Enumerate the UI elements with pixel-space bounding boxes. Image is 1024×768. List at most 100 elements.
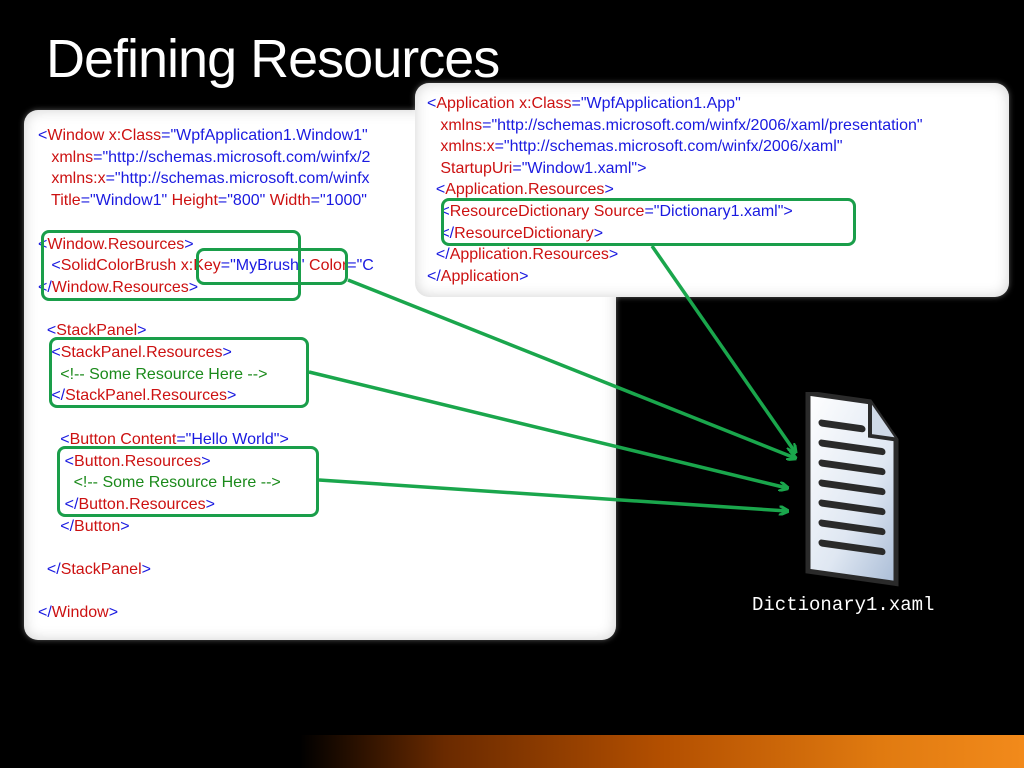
app-xaml-token: "http://schemas.microsoft.com/winfx/2006… — [491, 116, 923, 134]
window-xaml-token: = — [93, 148, 103, 166]
window-xaml-token: = — [176, 430, 186, 448]
app-xaml-token: </ — [427, 246, 450, 264]
window-xaml-token: Window.Resources — [51, 278, 189, 296]
app-xaml-line: StartupUri="Window1.xaml"> — [427, 160, 646, 178]
window-xaml-line: <!-- Some Resource Here --> — [38, 366, 267, 384]
window-xaml-line: <SolidColorBrush x:Key="MyBrush" Color="… — [38, 257, 374, 275]
window-xaml-token: > — [137, 322, 147, 340]
window-xaml-token: > — [226, 387, 237, 405]
window-xaml-token: "MyBrush" — [230, 257, 305, 275]
window-xaml-token: < — [38, 344, 61, 361]
app-xaml-token: < — [427, 203, 450, 220]
app-xaml-token: x:Class — [519, 95, 572, 112]
window-xaml-token: Button.Resources — [74, 452, 202, 470]
app-xaml-line: </Application.Resources> — [427, 246, 618, 264]
window-xaml-token: > — [205, 495, 215, 513]
app-xaml-token: xmlns — [427, 116, 483, 134]
document-icon — [805, 392, 899, 587]
window-xaml-token: > — [188, 278, 199, 296]
app-xaml-token: < — [427, 181, 446, 199]
window-xaml-token: > — [201, 452, 211, 470]
window-xaml-token: = — [310, 192, 320, 210]
file-caption: Dictionary1.xaml — [752, 594, 935, 616]
app-xaml-line: <Application.Resources> — [427, 181, 614, 199]
window-xaml-line: <StackPanel.Resources> — [38, 344, 232, 362]
app-xaml-line: xmlns:x="http://schemas.microsoft.com/wi… — [427, 138, 843, 156]
app-xaml-token: > — [604, 181, 614, 199]
window-xaml-line: <StackPanel> — [38, 322, 147, 340]
window-xaml-token: "Window1" — [90, 192, 168, 210]
app-xaml-token: </ — [427, 267, 441, 285]
window-xaml-line: <Button.Resources> — [38, 453, 211, 471]
window-resources-highlight — [41, 230, 301, 301]
slide-title: Defining Resources — [46, 29, 500, 89]
window-xaml-token: < — [38, 322, 57, 340]
window-xaml-token: xmlns — [38, 148, 94, 166]
window-xaml-line: xmlns="http://schemas.microsoft.com/winf… — [38, 149, 370, 167]
window-xaml-token: </ — [38, 517, 75, 535]
app-xaml-token: > — [519, 267, 529, 285]
window-xaml-token: > — [222, 344, 232, 361]
window-xaml-line: </Button> — [38, 517, 130, 536]
window-xaml-token: > — [141, 561, 151, 578]
window-xaml-token: Color — [304, 257, 348, 275]
app-xaml-line: </Application> — [427, 268, 528, 286]
window-xaml-token: "http://schemas.microsoft.com/winfx/2 — [102, 148, 371, 166]
window-xaml-token: < — [38, 127, 48, 144]
window-xaml-token: StackPanel.Resources — [60, 344, 223, 361]
window-xaml-token: <!-- Some Resource Here --> — [38, 474, 281, 492]
app-xaml-token: = — [482, 116, 492, 134]
window-xaml-token: SolidColorBrush — [60, 257, 177, 275]
window-xaml-token: x:Key — [176, 257, 221, 275]
window-xaml-token: </ — [38, 561, 61, 578]
app-xaml-token: "Dictionary1.xaml"> — [653, 203, 793, 220]
app-xaml-token: = — [494, 138, 504, 156]
window-xaml-line: <Button Content="Hello World"> — [38, 431, 289, 449]
app-xaml-token: = — [644, 203, 654, 220]
app-xaml-token: ResourceDictionary — [449, 203, 590, 220]
window-xaml-token: StackPanel — [56, 322, 138, 340]
window-xaml-token: > — [120, 517, 130, 535]
window-xaml-token: StackPanel — [60, 561, 142, 578]
window-xaml-token: > — [184, 235, 194, 253]
app-xaml-token: "WpfApplication1.App" — [580, 95, 741, 112]
window-xaml-line: </Button.Resources> — [38, 496, 215, 514]
window-xaml-token: "http://schemas.microsoft.com/winfx — [114, 170, 370, 188]
window-xaml-line: <Window x:Class="WpfApplication1.Window1… — [38, 127, 368, 145]
window-xaml-token: Window — [51, 604, 109, 622]
window-xaml-token: "800" — [227, 192, 266, 210]
app-xaml-token: "http://schemas.microsoft.com/winfx/2006… — [503, 138, 843, 156]
window-xaml-token: x:Class — [108, 127, 162, 144]
window-xaml-token: Width — [265, 192, 311, 210]
window-xaml-line: </Window> — [38, 604, 118, 622]
app-xaml-token: > — [593, 224, 604, 242]
window-xaml-token: = — [161, 127, 171, 144]
window-xaml-line: Title="Window1" Height="800" Width="1000… — [38, 192, 367, 210]
window-xaml-line: xmlns:x="http://schemas.microsoft.com/wi… — [38, 170, 370, 188]
window-xaml-token: "1000" — [320, 192, 367, 210]
window-xaml-token: < — [38, 257, 61, 275]
app-xaml-line: xmlns="http://schemas.microsoft.com/winf… — [427, 116, 923, 135]
resource-dictionary-highlight — [441, 198, 856, 246]
button-resources-highlight — [57, 446, 319, 517]
app-xaml-code-panel: <Application x:Class="WpfApplication1.Ap… — [415, 83, 1009, 297]
app-xaml-line: <Application x:Class="WpfApplication1.Ap… — [427, 95, 741, 113]
window-xaml-token: Window — [47, 127, 109, 144]
app-xaml-token: < — [427, 95, 437, 112]
app-xaml-token: Application — [440, 267, 520, 285]
window-xaml-token: Button — [69, 430, 116, 448]
window-xaml-token: Title — [38, 192, 81, 210]
app-xaml-token: > — [608, 246, 619, 264]
stackpanel-resources-highlight — [49, 337, 309, 408]
app-xaml-token: Application — [436, 95, 520, 112]
app-xaml-token: = — [512, 159, 522, 177]
app-xaml-token: StartupUri — [427, 159, 513, 177]
window-xaml-token: Button.Resources — [78, 495, 206, 513]
app-xaml-line: <ResourceDictionary Source="Dictionary1.… — [427, 203, 793, 221]
window-xaml-token: Content — [115, 430, 177, 448]
window-xaml-token: StackPanel.Resources — [65, 387, 227, 405]
window-xaml-token: </ — [38, 604, 52, 622]
window-xaml-token: > — [108, 604, 119, 622]
app-xaml-token: xmlns:x — [427, 138, 495, 156]
window-xaml-token: ="C — [347, 257, 374, 275]
